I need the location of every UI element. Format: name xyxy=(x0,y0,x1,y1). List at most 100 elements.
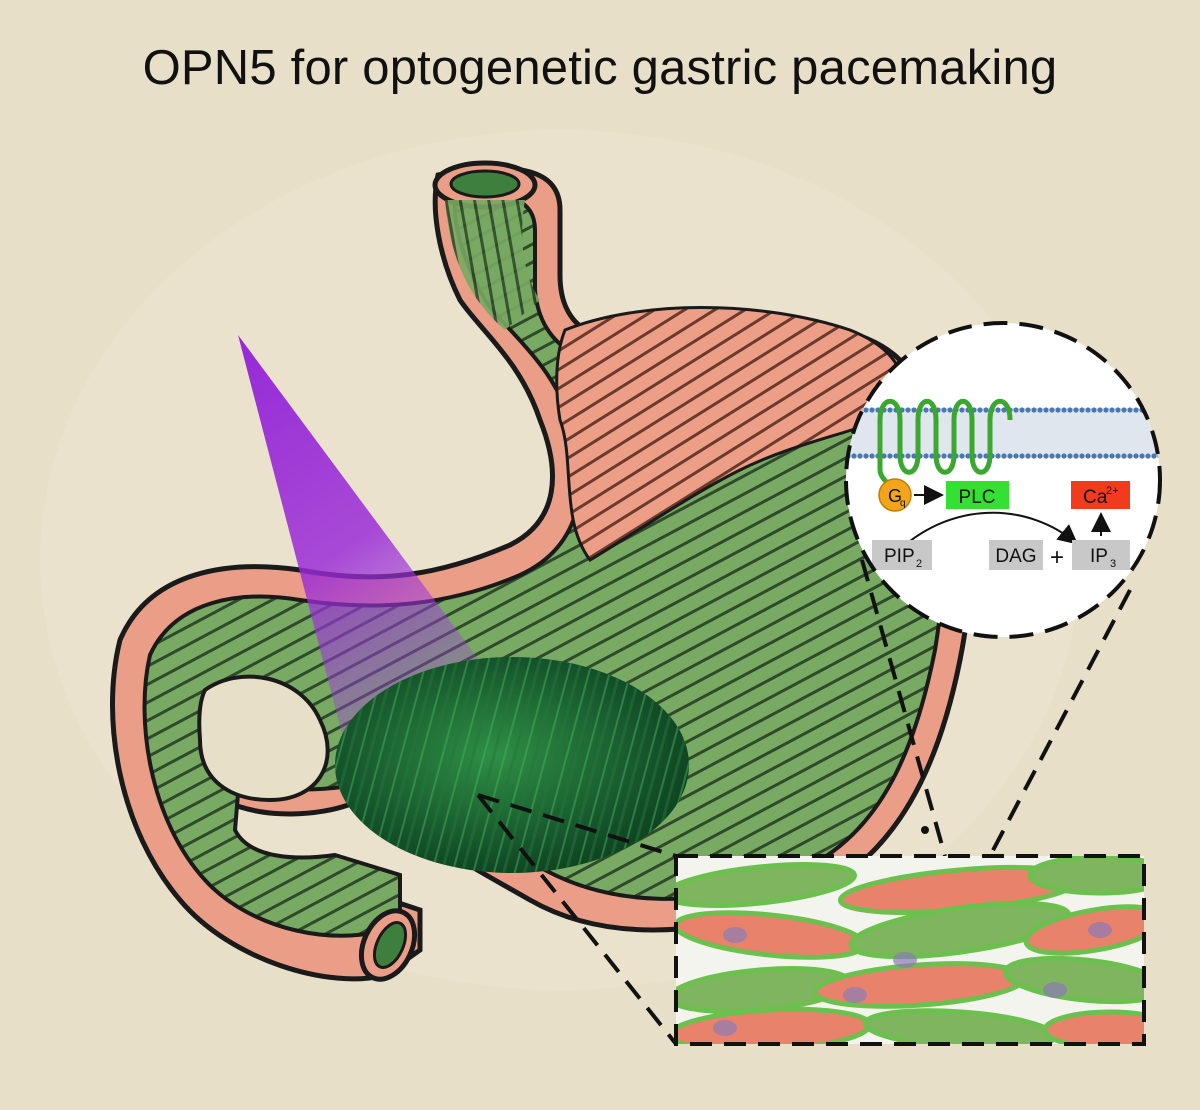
lipid-head xyxy=(1103,407,1109,413)
lipid-head xyxy=(911,453,917,459)
gq-subscript: q xyxy=(900,498,906,509)
lipid-head xyxy=(887,407,893,413)
figure-title: OPN5 for optogenetic gastric pacemaking xyxy=(142,41,1058,95)
lipid-head xyxy=(1151,453,1157,459)
lipid-head xyxy=(1055,407,1061,413)
lipid-head xyxy=(1049,453,1055,459)
lipid-head xyxy=(1133,453,1139,459)
lipid-head xyxy=(1013,453,1019,459)
lipid-head xyxy=(1025,407,1031,413)
lipid-head xyxy=(1163,407,1168,412)
lipid-head xyxy=(965,453,971,459)
ip3-label: IP xyxy=(1090,546,1108,567)
lipid-head xyxy=(857,453,863,459)
zoom-connectors xyxy=(476,559,1132,1046)
lipid-head xyxy=(1157,453,1160,459)
lipid-head xyxy=(863,407,869,413)
plc-label: PLC xyxy=(959,487,996,508)
opsin-membrane xyxy=(846,398,1168,492)
lipid-head xyxy=(1115,407,1121,413)
lipid-head xyxy=(1127,407,1133,413)
lipid-head xyxy=(1079,407,1085,413)
plc-box xyxy=(946,481,1009,509)
magnifier-circle: G q PLC Ca 2+ PIP 2 DAG + IP 3 xyxy=(844,321,1168,639)
lipid-head xyxy=(1001,407,1007,413)
lipid-head xyxy=(1115,453,1121,459)
lipid-head xyxy=(977,407,983,413)
lipid-head xyxy=(923,407,929,413)
plus-sign: + xyxy=(1050,544,1064,571)
lipid-head xyxy=(1061,453,1067,459)
dag-label: DAG xyxy=(995,546,1036,567)
lipid-head xyxy=(1067,453,1073,459)
lipid-head xyxy=(1037,407,1043,413)
muscle-cells xyxy=(674,854,1146,1046)
lipid-head xyxy=(1001,453,1007,459)
lipid-head xyxy=(1097,407,1103,413)
lipid-head xyxy=(1085,453,1091,459)
lipid-head xyxy=(1061,407,1067,413)
lipid-head xyxy=(1067,407,1073,413)
lipid-head xyxy=(1133,407,1139,413)
lipid-head xyxy=(1037,453,1043,459)
lipid-head xyxy=(1043,453,1049,459)
lipid-head xyxy=(1091,453,1097,459)
lipid-head xyxy=(959,453,965,459)
lipid-head xyxy=(977,453,983,459)
lipid-head xyxy=(1031,453,1037,459)
lipid-head xyxy=(959,407,965,413)
lipid-head xyxy=(1025,453,1031,459)
dag-box xyxy=(989,540,1043,570)
light-cone xyxy=(238,335,490,745)
lipid-head xyxy=(1097,453,1103,459)
lipid-head xyxy=(1091,407,1097,413)
lipid-head xyxy=(947,453,953,459)
lipid-head xyxy=(941,407,947,413)
ip3-subscript: 3 xyxy=(1110,558,1116,570)
lipid-head xyxy=(1151,407,1157,413)
lipid-head xyxy=(929,453,935,459)
calcium-label: Ca xyxy=(1083,487,1108,508)
fluorescence-inset xyxy=(335,657,689,873)
lipid-head xyxy=(869,407,875,413)
lipid-head xyxy=(1109,407,1115,413)
lipid-head xyxy=(983,407,989,413)
lipid-head xyxy=(887,453,893,459)
lipid-head xyxy=(1019,453,1025,459)
lipid-head xyxy=(905,407,911,413)
lipid-head xyxy=(1085,407,1091,413)
lipid-head xyxy=(1103,453,1109,459)
lipid-head xyxy=(1049,407,1055,413)
gq-protein xyxy=(878,478,912,512)
lipid-head xyxy=(1139,453,1145,459)
lipid-head xyxy=(995,407,1001,413)
lipid-head xyxy=(1031,407,1037,413)
lipid-head xyxy=(863,453,869,459)
pip2-label: PIP xyxy=(884,546,915,567)
pip2-box xyxy=(872,540,932,570)
calcium-box xyxy=(1071,481,1130,509)
lipid-head xyxy=(893,453,899,459)
lipid-head xyxy=(1145,453,1151,459)
lipid-head xyxy=(1163,453,1168,458)
lipid-head xyxy=(1121,453,1127,459)
lipid-head xyxy=(995,453,1001,459)
lipid-head xyxy=(1121,407,1127,413)
lipid-head xyxy=(1013,407,1019,413)
marker-dot xyxy=(921,826,929,834)
lipid-head xyxy=(1073,453,1079,459)
lipid-head xyxy=(905,453,911,459)
pip2-subscript: 2 xyxy=(916,558,922,570)
lipid-head xyxy=(1055,453,1061,459)
lipid-head xyxy=(1157,407,1160,413)
lipid-head xyxy=(869,453,875,459)
lipid-head xyxy=(911,407,917,413)
ip3-box xyxy=(1072,540,1130,570)
lipid-head xyxy=(881,453,887,459)
gq-label: G xyxy=(888,486,902,506)
lipid-head xyxy=(941,453,947,459)
lipid-head xyxy=(1109,453,1115,459)
lipid-head xyxy=(983,453,989,459)
lipid-head xyxy=(1127,453,1133,459)
